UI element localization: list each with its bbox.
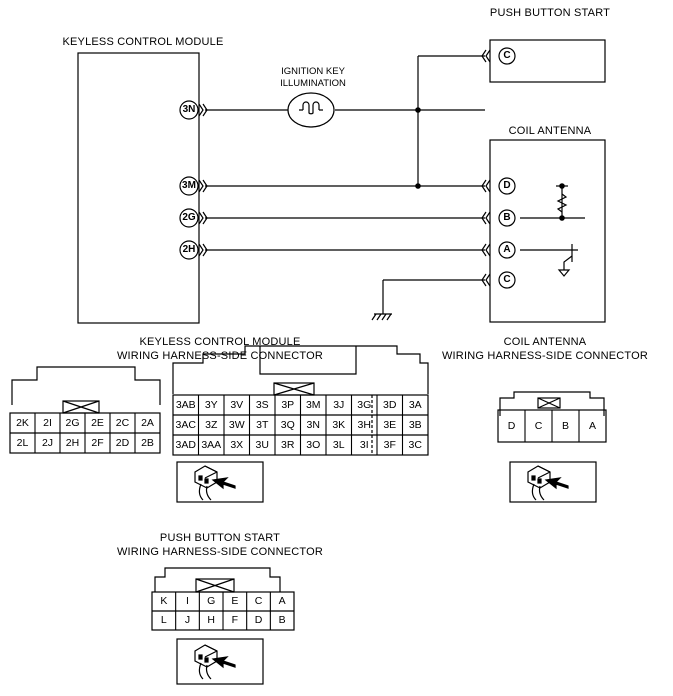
- kcm-left-cavity: 2G: [65, 416, 80, 429]
- kcm-right-cavity: 3D: [383, 398, 397, 411]
- pin-3m: 3M: [182, 180, 196, 191]
- kcm-right-cavity: 3H: [357, 418, 371, 431]
- kcm-left-cavity: 2J: [41, 436, 54, 449]
- coil-box: [489, 139, 606, 323]
- kcm-right-cavity: 3E: [383, 418, 397, 431]
- kcm-left-cavity: 2D: [115, 436, 130, 449]
- kcm-right-cavity: 3AC: [175, 418, 196, 431]
- coil-cavity: A: [588, 419, 596, 432]
- kcm-right-cavity: 3AB: [175, 398, 196, 411]
- kcm-title: KEYLESS CONTROL MODULE: [62, 36, 224, 48]
- kcm-right-cavity: 3F: [383, 438, 396, 451]
- kcm-left-cavity: 2L: [16, 436, 29, 449]
- kcm-left-cavity: 2H: [65, 436, 80, 449]
- coil-conn-title-1: COIL ANTENNA: [503, 336, 587, 348]
- pbs-cavity: D: [254, 614, 263, 626]
- kcm-right-cavity: 3I: [359, 438, 369, 451]
- kcm-right-cavity: 3Q: [280, 418, 295, 431]
- kcm-right-cavity: 3S: [255, 398, 269, 411]
- pbs-shell: [154, 567, 281, 592]
- pin-coil-c: C: [503, 274, 511, 285]
- kcm-right-cavity: 3O: [306, 438, 321, 451]
- kcm-right-cavity: 3G: [357, 398, 372, 411]
- kcm-right-cavity: 3M: [305, 398, 321, 411]
- kcm-right-cavity: 3L: [332, 438, 345, 451]
- kcm-left-cavity: 2F: [91, 436, 104, 449]
- coil-cavity: D: [507, 419, 516, 432]
- pbs-title: PUSH BUTTON START: [489, 7, 611, 19]
- kcm-left-cavity: 2E: [91, 416, 104, 429]
- kcm-right-cavity: 3V: [230, 398, 244, 411]
- pin-pbs-c: C: [503, 50, 511, 61]
- coil-cavity: C: [534, 419, 543, 432]
- kcm-left-cavity: 2K: [16, 416, 29, 429]
- coil-title: COIL ANTENNA: [508, 125, 592, 137]
- coil-shell: [499, 391, 605, 416]
- kcm-left-cavity: 2I: [43, 416, 52, 429]
- kcm-right-cavity: 3U: [255, 438, 269, 451]
- pbs-cavity: C: [254, 595, 263, 607]
- transistor-icon: [563, 255, 573, 270]
- pbs-cavity: L: [160, 614, 167, 626]
- pbs-cavity: G: [207, 595, 216, 607]
- coil-cavity: B: [561, 419, 569, 432]
- pbs-cavity: K: [160, 595, 168, 607]
- lamp-icon: [287, 92, 335, 128]
- pin-coil-a: A: [503, 244, 511, 255]
- kcm-right-cavity: 3P: [281, 398, 295, 411]
- illum-label-1: IGNITION KEY: [281, 66, 345, 77]
- probe-connector-icon: [527, 465, 569, 501]
- coil-pointer-box: [509, 461, 597, 503]
- kcm-right-cavity: 3K: [332, 418, 346, 431]
- pbs-cavity: I: [186, 595, 189, 607]
- pin-coil-d: D: [503, 180, 511, 191]
- kcm-left-shell: [11, 366, 161, 405]
- kcm-left-cavity: 2C: [115, 416, 130, 429]
- illum-label-2: ILLUMINATION: [280, 78, 346, 89]
- ground-icon: [371, 313, 392, 321]
- kcm-right-cavity: 3N: [306, 418, 320, 431]
- kcm-left-cavity: 2A: [141, 416, 154, 429]
- kcm-right-cavity: 3C: [408, 438, 422, 451]
- kcm-right-cavity: 3B: [408, 418, 422, 431]
- kcm-box: [77, 52, 200, 324]
- pbs-cavity: A: [278, 595, 286, 607]
- kcm-right-cavity: 3Y: [204, 398, 218, 411]
- resistor-icon: [556, 193, 568, 213]
- pbs-cavity: J: [184, 614, 191, 626]
- kcm-right-cavity: 3J: [333, 398, 345, 411]
- pbs-pointer-box: [176, 638, 264, 685]
- pbs-cavity: E: [231, 595, 239, 607]
- probe-connector-icon: [194, 644, 236, 680]
- kcm-right-cavity: 3AA: [201, 438, 222, 451]
- kcm-right-cavity: 3T: [256, 418, 269, 431]
- pin-2h: 2H: [182, 244, 196, 255]
- kcm-conn-title-1: KEYLESS CONTROL MODULE: [139, 336, 301, 348]
- kcm-right-cavity: 3Z: [205, 418, 218, 431]
- kcm-right-cavity: 3AD: [175, 438, 196, 451]
- kcm-pointer-box: [176, 461, 264, 503]
- kcm-right-cavity: 3X: [230, 438, 244, 451]
- kcm-conn-title-2: WIRING HARNESS-SIDE CONNECTOR: [116, 350, 324, 362]
- pin-coil-b: B: [503, 212, 511, 223]
- pbs-cavity: F: [231, 614, 239, 626]
- coil-conn-title-2: WIRING HARNESS-SIDE CONNECTOR: [441, 350, 649, 362]
- pbs-cavity: H: [207, 614, 215, 626]
- kcm-left-cavity: 2B: [141, 436, 154, 449]
- kcm-right-cavity: 3W: [228, 418, 245, 431]
- pbs-cavity: B: [278, 614, 286, 626]
- pin-2g: 2G: [182, 212, 196, 223]
- kcm-right-cavity: 3R: [281, 438, 295, 451]
- pbs-conn-title-2: WIRING HARNESS-SIDE CONNECTOR: [116, 546, 324, 558]
- kcm-right-cavity: 3A: [408, 398, 422, 411]
- kcm-right-shell: [172, 345, 429, 394]
- pin-3n: 3N: [182, 104, 196, 115]
- pbs-conn-title-1: PUSH BUTTON START: [159, 532, 281, 544]
- probe-connector-icon: [194, 465, 236, 501]
